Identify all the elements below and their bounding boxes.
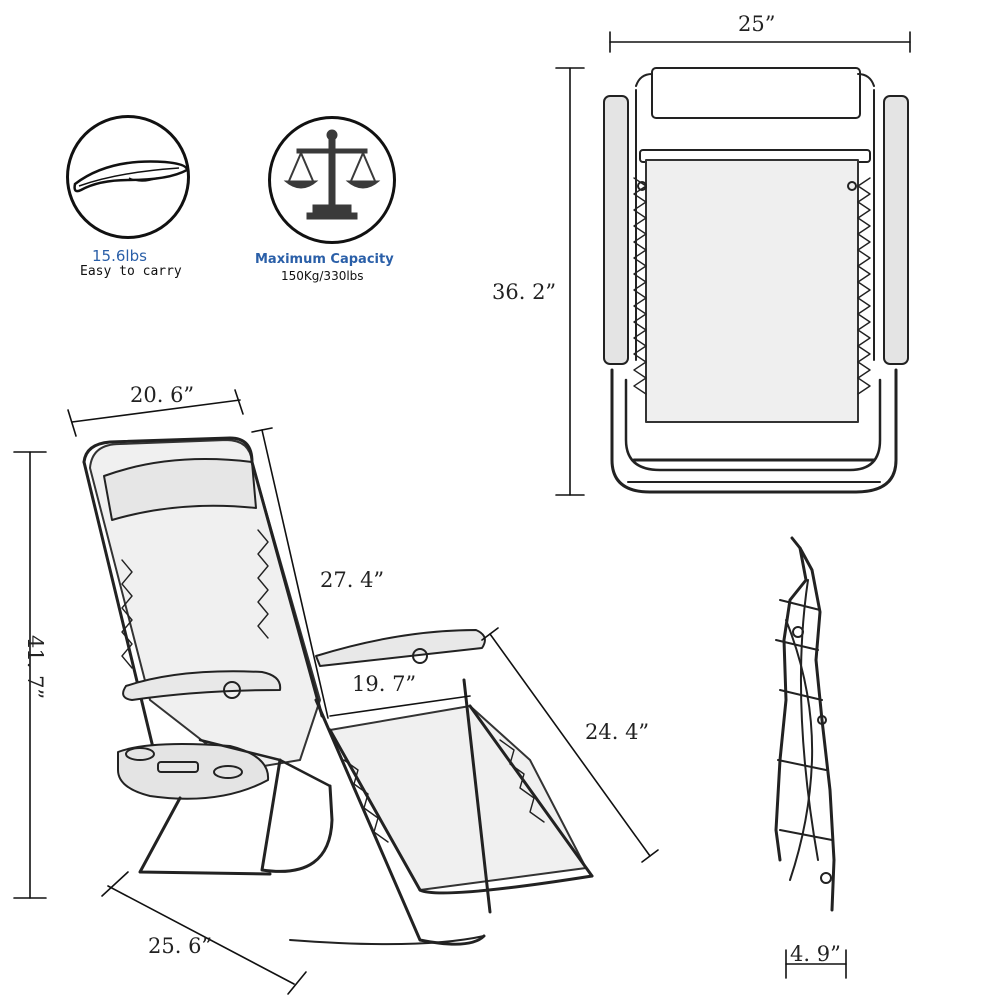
leg-length-label: 24. 4”: [585, 720, 650, 744]
folded-height-label: 36. 2”: [492, 280, 557, 304]
total-height-label: 41. 7”: [23, 635, 47, 700]
folded-chair-front-view: [603, 67, 909, 494]
capacity-caption: 150Kg/330lbs: [281, 269, 364, 283]
dimension-lines: [13, 31, 911, 995]
folded-width-label: 25”: [738, 12, 776, 36]
capacity-badge: [268, 116, 396, 244]
folded-chair-side-view: [774, 536, 836, 912]
weight-badge: [66, 115, 190, 239]
back-length-label: 27. 4”: [320, 568, 385, 592]
feather-icon: [73, 160, 189, 193]
chair-width-label: 20. 6”: [130, 383, 195, 407]
scales-icon: [283, 129, 381, 220]
capacity-title: Maximum Capacity: [255, 252, 394, 267]
lounge-chair-view: [82, 436, 594, 946]
seat-width-label: 19. 7”: [352, 672, 417, 696]
folded-thickness-label: 4. 9”: [790, 942, 841, 966]
base-depth-label: 25. 6”: [148, 934, 213, 958]
weight-caption: Easy to carry: [80, 264, 182, 279]
weight-value: 15.6lbs: [92, 247, 147, 265]
